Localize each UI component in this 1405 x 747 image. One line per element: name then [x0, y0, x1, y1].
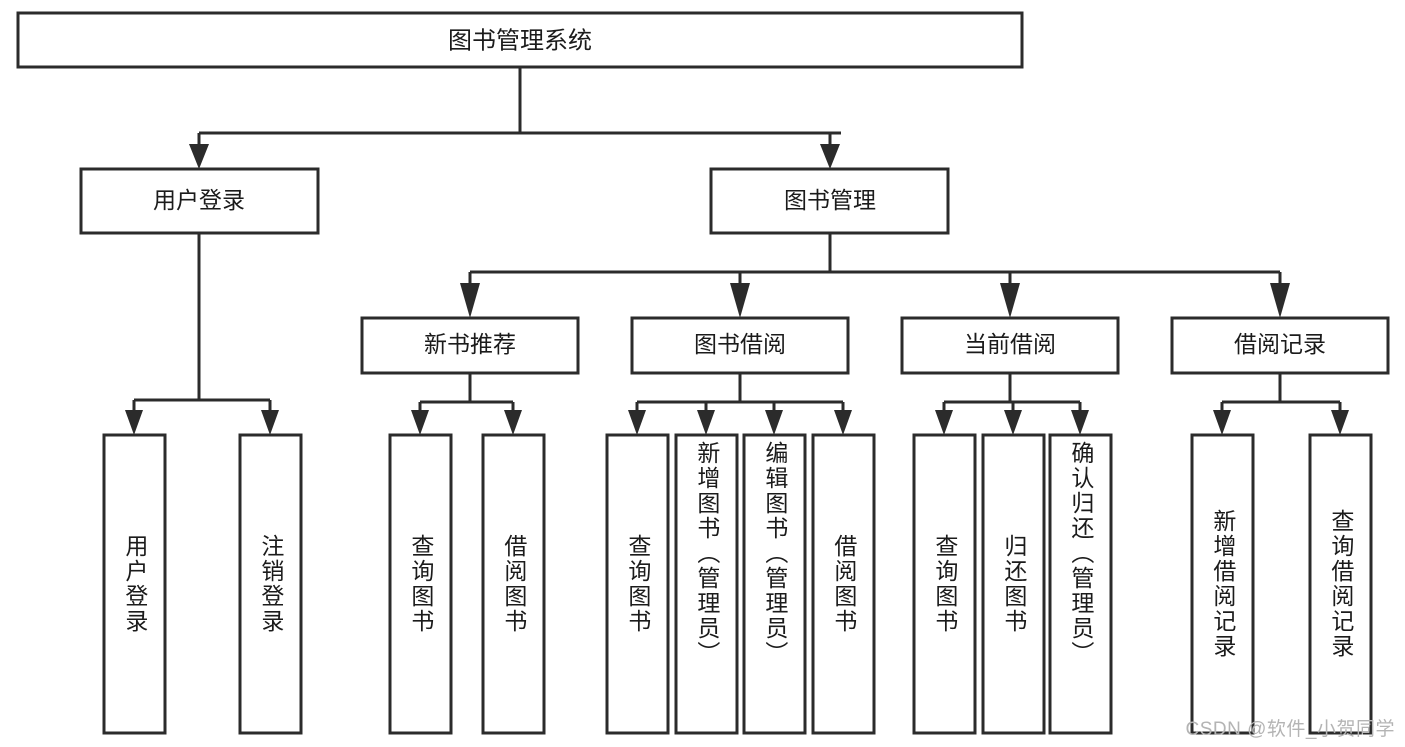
leaf-box-current-borrow-1[interactable]	[981, 433, 1046, 735]
arrow-head-leaf-user-login	[125, 410, 143, 435]
node-book-manage-label: 图书管理	[784, 187, 876, 213]
node-book-borrow[interactable]: 图书借阅	[630, 316, 850, 375]
node-borrow-record[interactable]: 借阅记录	[1170, 316, 1390, 375]
arrow-head-br-leaf-1	[1213, 410, 1231, 435]
node-new-book-recommend-label: 新书推荐	[424, 331, 516, 357]
arrow-head-leaf-logout	[261, 410, 279, 435]
leaf-box-user-login-0[interactable]	[102, 433, 167, 735]
arrow-head-bb-leaf-2	[697, 410, 715, 435]
node-root-label: 图书管理系统	[448, 27, 592, 54]
arrow-head-cb-leaf-3	[1071, 410, 1089, 435]
arrow-head-current-borrow	[1000, 283, 1020, 318]
node-book-manage-box[interactable]	[709, 167, 950, 235]
leaf-box-new-book-0[interactable]	[388, 433, 453, 735]
node-user-login-label: 用户登录	[153, 187, 245, 213]
arrow-head-cb-leaf-2	[1004, 410, 1022, 435]
arrow-head-nb-leaf-1	[411, 410, 429, 435]
leaf-box-book-borrow-0[interactable]	[605, 433, 670, 735]
arrow-head-borrow-record	[1270, 283, 1290, 318]
node-current-borrow-label: 当前借阅	[964, 331, 1056, 357]
node-user-login-box[interactable]	[79, 167, 320, 235]
node-new-book-recommend[interactable]: 新书推荐	[360, 316, 580, 375]
node-new-book-recommend-box[interactable]	[360, 316, 580, 375]
node-current-borrow-box[interactable]	[900, 316, 1120, 375]
leaf-box-new-book-1[interactable]	[481, 433, 546, 735]
leaf-box-current-borrow-0[interactable]	[912, 433, 977, 735]
leaf-box-current-borrow-2[interactable]	[1048, 433, 1113, 735]
arrow-head-cb-leaf-1	[935, 410, 953, 435]
leaf-box-book-borrow-2[interactable]	[742, 433, 807, 735]
node-user-login[interactable]: 用户登录	[79, 167, 320, 235]
leaf-box-layer	[102, 433, 1373, 735]
arrow-head-bb-leaf-3	[765, 410, 783, 435]
leaf-box-borrow-record-1[interactable]	[1308, 433, 1373, 735]
node-current-borrow[interactable]: 当前借阅	[900, 316, 1120, 375]
node-book-borrow-box[interactable]	[630, 316, 850, 375]
arrow-head-bb-leaf-4	[834, 410, 852, 435]
connector-layer	[125, 67, 1349, 435]
arrow-head-book-manage	[820, 144, 840, 169]
arrow-head-nb-leaf-2	[504, 410, 522, 435]
node-borrow-record-box[interactable]	[1170, 316, 1390, 375]
node-book-borrow-label: 图书借阅	[694, 331, 786, 357]
arrow-head-user-login	[189, 144, 209, 169]
arrow-head-book-borrow	[730, 283, 750, 318]
leaf-box-book-borrow-1[interactable]	[674, 433, 739, 735]
watermark-text: CSDN @软件_小贺同学	[1185, 719, 1395, 740]
arrow-head-new-book	[460, 283, 480, 318]
leaf-box-borrow-record-0[interactable]	[1190, 433, 1255, 735]
node-root[interactable]: 图书管理系统	[16, 11, 1024, 69]
node-book-manage[interactable]: 图书管理	[709, 167, 950, 235]
leaf-box-book-borrow-3[interactable]	[811, 433, 876, 735]
node-borrow-record-label: 借阅记录	[1234, 331, 1326, 357]
arrow-head-bb-leaf-1	[628, 410, 646, 435]
node-root-box[interactable]	[16, 11, 1024, 69]
leaf-box-user-login-1[interactable]	[238, 433, 303, 735]
arrow-head-br-leaf-2	[1331, 410, 1349, 435]
